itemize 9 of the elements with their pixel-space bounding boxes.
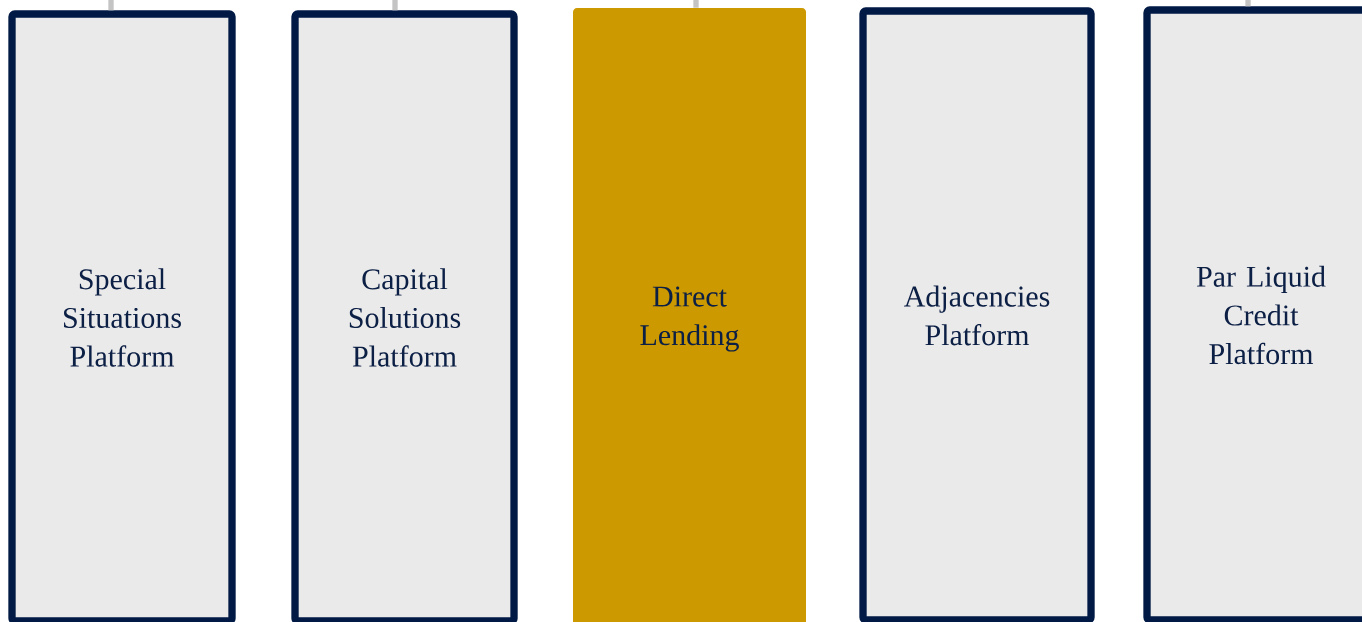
- platform-box: Adjacencies Platform: [859, 7, 1095, 622]
- connector-line: [1245, 0, 1251, 7]
- platform-box: Capital Solutions Platform: [291, 10, 518, 622]
- platform-box: Par Liquid Credit Platform: [1143, 6, 1362, 622]
- connector-line: [693, 0, 699, 8]
- platform-box: Direct Lending: [573, 8, 806, 622]
- connector-line: [392, 0, 398, 11]
- platform-box: Special Situations Platform: [8, 10, 236, 622]
- connector-line: [108, 0, 114, 11]
